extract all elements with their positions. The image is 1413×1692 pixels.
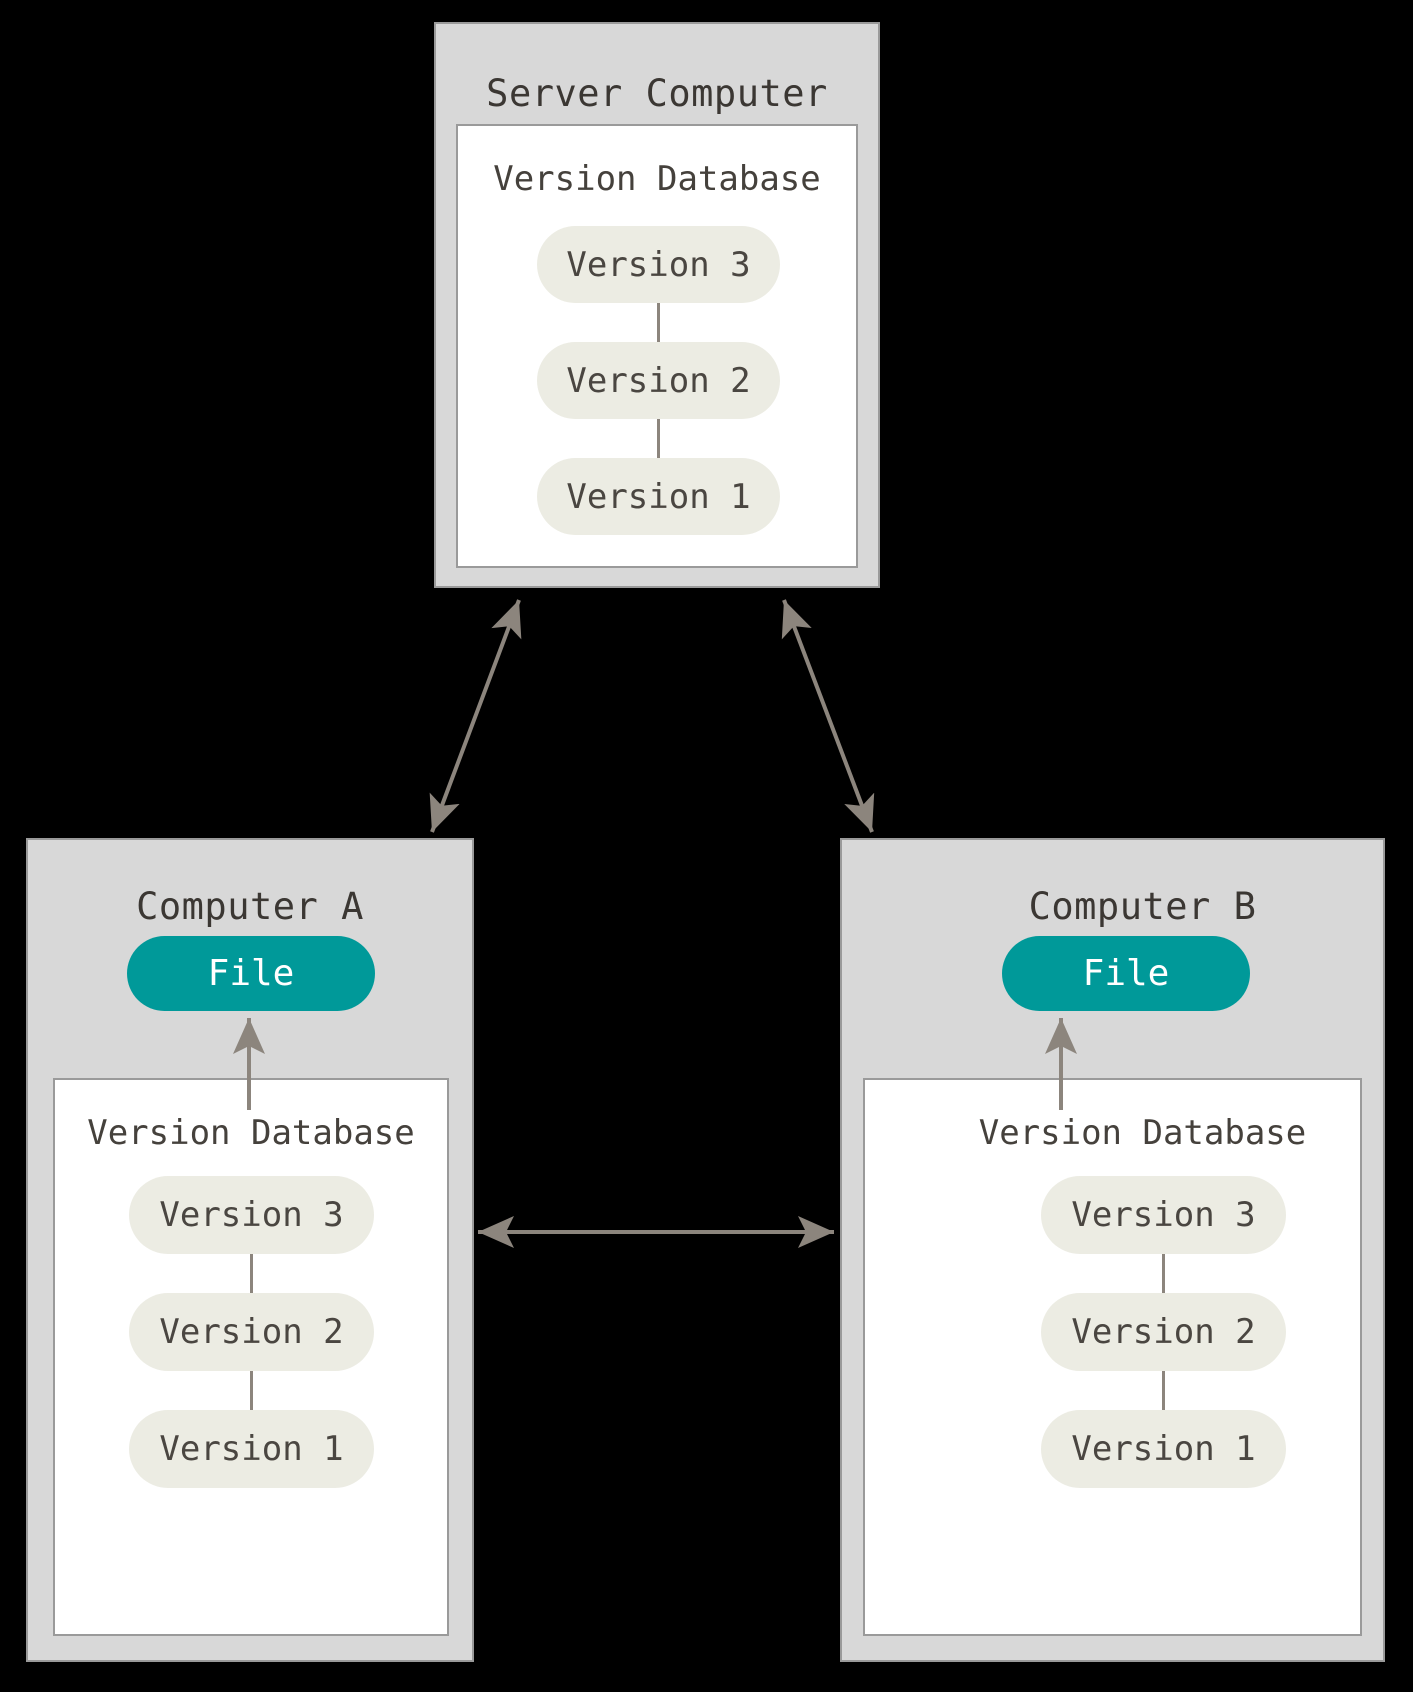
server-computer-title: Server Computer: [486, 72, 828, 115]
server-version-label-3: Version 3: [566, 244, 751, 285]
arrow-server-computer-a: [429, 599, 522, 833]
computer-a-version-connector-2-1: [250, 1371, 253, 1410]
computer-b-file-pill[interactable]: File: [1002, 936, 1250, 1011]
computer-b-version-label-3: Version 3: [1071, 1195, 1256, 1235]
computer-b-version-label-1: Version 1: [1071, 1429, 1256, 1469]
server-computer-box[interactable]: Server Computer Version Database Version…: [434, 22, 880, 588]
computer-a-version-connector-3-2: [250, 1254, 253, 1293]
server-version-connector-3-2: [657, 303, 660, 342]
computer-b-version-pill-1[interactable]: Version 1: [1041, 1410, 1286, 1488]
computer-a-file-label: File: [207, 953, 295, 994]
computer-a-version-pill-1[interactable]: Version 1: [129, 1410, 374, 1488]
computer-a-version-label-1: Version 1: [159, 1429, 344, 1469]
computer-a-title: Computer A: [136, 885, 364, 928]
computer-a-version-pill-3[interactable]: Version 3: [129, 1176, 374, 1254]
computer-b-version-database-title: Version Database: [978, 1113, 1307, 1153]
computer-a-box[interactable]: Computer A File Version Database Version…: [26, 838, 474, 1662]
server-version-label-2: Version 2: [566, 360, 751, 401]
computer-b-box[interactable]: Computer B File Version Database Version…: [840, 838, 1385, 1662]
computer-a-version-database-title: Version Database: [87, 1113, 415, 1153]
computer-a-file-pill[interactable]: File: [127, 936, 375, 1011]
computer-b-version-database-panel[interactable]: Version Database Version 3 Version 2 Ver…: [863, 1078, 1362, 1636]
computer-b-version-connector-2-1: [1162, 1371, 1165, 1410]
computer-a-version-label-2: Version 2: [159, 1312, 344, 1352]
server-version-pill-2[interactable]: Version 2: [537, 342, 780, 419]
server-version-pill-3[interactable]: Version 3: [537, 226, 780, 303]
computer-a-version-label-3: Version 3: [159, 1195, 344, 1235]
server-version-pill-1[interactable]: Version 1: [537, 458, 780, 535]
computer-b-version-pill-2[interactable]: Version 2: [1041, 1293, 1286, 1371]
server-version-connector-2-1: [657, 419, 660, 458]
arrow-server-computer-b: [781, 599, 875, 833]
server-version-label-1: Version 1: [566, 476, 751, 517]
computer-b-version-label-2: Version 2: [1071, 1312, 1256, 1352]
server-version-database-panel[interactable]: Version Database Version 3 Version 2 Ver…: [456, 124, 858, 568]
computer-b-file-label: File: [1082, 953, 1170, 994]
computer-a-version-database-panel[interactable]: Version Database Version 3 Version 2 Ver…: [53, 1078, 449, 1636]
computer-b-version-connector-3-2: [1162, 1254, 1165, 1293]
computer-a-version-pill-2[interactable]: Version 2: [129, 1293, 374, 1371]
computer-b-version-pill-3[interactable]: Version 3: [1041, 1176, 1286, 1254]
computer-b-title: Computer B: [1028, 885, 1257, 928]
server-version-database-title: Version Database: [493, 159, 821, 199]
